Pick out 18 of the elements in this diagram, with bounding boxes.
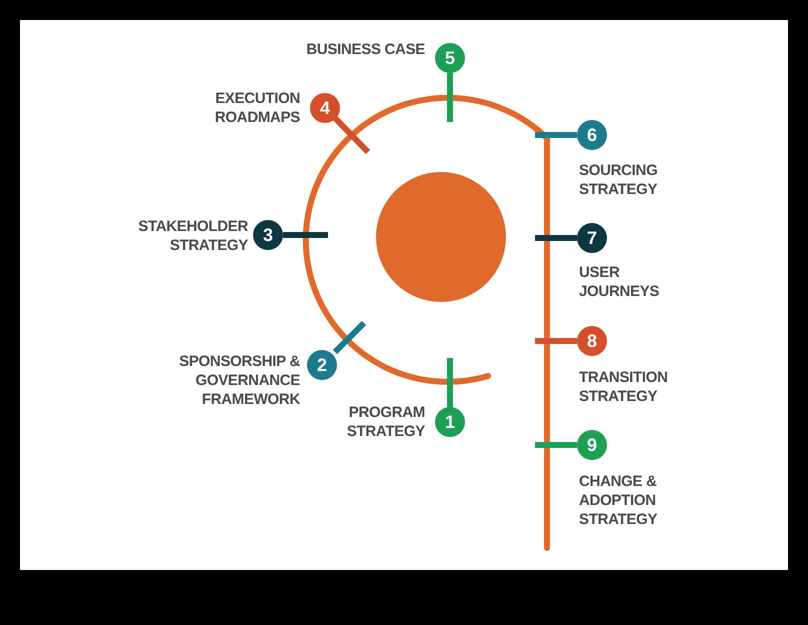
step-label: TRANSITION STRATEGY [579,368,669,406]
step-label: STAKEHOLDER STRATEGY [137,217,248,255]
step-number: 1 [435,407,465,437]
step-number: 8 [577,326,607,356]
step-label: USER JOURNEYS [579,263,660,301]
step-label: EXECUTION ROADMAPS [214,89,300,127]
step-number: 6 [577,120,607,150]
step-number: 7 [577,223,607,253]
step-number: 4 [310,93,340,123]
step-number: 3 [253,220,283,250]
step-number: 9 [577,430,607,460]
step-label: SPONSORSHIP & GOVERNANCE FRAMEWORK [178,352,300,409]
step-label: SOURCING STRATEGY [579,161,658,199]
step-label: PROGRAM STRATEGY [346,403,425,441]
step-number: 2 [307,350,337,380]
step-number: 5 [435,43,465,73]
step-label: BUSINESS CASE [305,40,425,59]
step-label: CHANGE & ADOPTION STRATEGY [579,472,658,529]
